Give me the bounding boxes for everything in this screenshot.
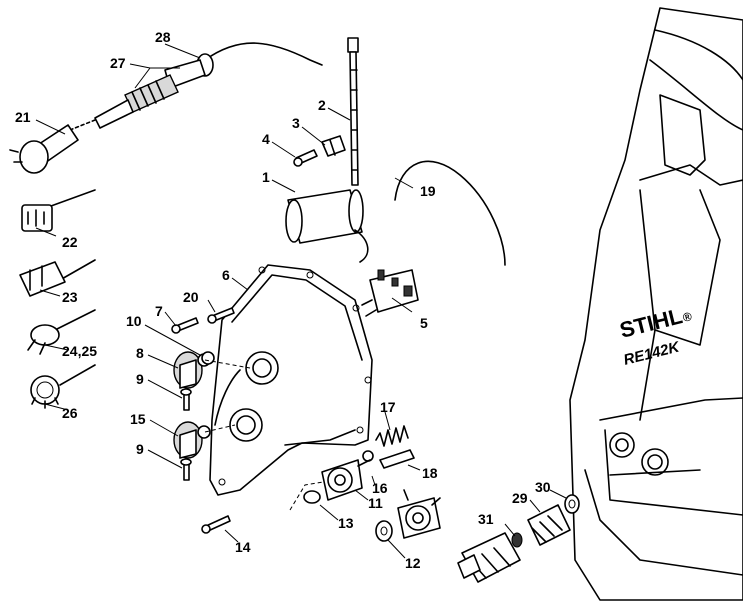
plug-22	[21, 189, 96, 232]
callout-3: 3	[292, 115, 300, 131]
registered-mark: ®	[681, 309, 693, 325]
callout-10: 10	[126, 313, 142, 329]
screw-20	[207, 307, 235, 324]
leader-lines	[35, 43, 567, 559]
washer-body: STIHL ® RE142K	[569, 7, 743, 601]
o-ring-13	[303, 490, 321, 504]
screw-4	[293, 149, 318, 167]
screw-14	[201, 515, 231, 534]
capacitor-1	[285, 189, 369, 263]
power-cord	[9, 42, 323, 174]
assembly-line-knob-lower	[204, 424, 236, 433]
screw-9-upper	[180, 388, 192, 411]
callout-17: 17	[380, 399, 396, 415]
callout-24-25: 24,25	[62, 343, 97, 359]
callout-20: 20	[183, 289, 199, 305]
callout-22: 22	[62, 234, 78, 250]
callout-7: 7	[155, 303, 163, 319]
callout-27: 27	[110, 55, 126, 71]
assembly-line-knob-upper	[204, 359, 251, 369]
pin-18	[379, 449, 415, 469]
connector-nipple-29	[527, 504, 571, 546]
knob-15	[173, 421, 211, 459]
callout-21: 21	[15, 109, 31, 125]
callout-19: 19	[420, 183, 436, 199]
callout-15: 15	[130, 411, 146, 427]
callout-9-upper: 9	[136, 371, 144, 387]
callout-28: 28	[155, 29, 171, 45]
callout-26: 26	[62, 405, 78, 421]
callout-11: 11	[368, 495, 383, 511]
callout-9-lower: 9	[136, 441, 144, 457]
callout-8: 8	[136, 345, 144, 361]
callout-12: 12	[405, 555, 421, 571]
callout-16: 16	[372, 480, 388, 496]
spring-17	[375, 425, 409, 447]
callout-29: 29	[512, 490, 528, 506]
plug-23	[19, 259, 96, 297]
callout-18: 18	[422, 465, 438, 481]
plug-26	[30, 364, 96, 409]
cover-6	[209, 264, 373, 496]
screw-7	[171, 317, 199, 334]
callout-30: 30	[535, 479, 551, 495]
callout-23: 23	[62, 289, 78, 305]
callout-labels: 28 27 21 22 23 24,25 26 2 3 4 1 19 6 5 2…	[15, 29, 551, 571]
callout-4: 4	[262, 131, 270, 147]
valve-11	[321, 459, 371, 501]
switch-5	[361, 269, 419, 317]
valve-assembly	[397, 489, 441, 539]
o-ring-31	[511, 532, 523, 548]
ring-10	[201, 351, 215, 365]
callout-14: 14	[235, 539, 251, 555]
screw-9-lower	[180, 458, 192, 481]
clip-3	[321, 135, 346, 157]
coupling	[457, 532, 521, 583]
callout-5: 5	[420, 315, 428, 331]
cable-tie-2	[347, 37, 359, 186]
seal-30	[564, 494, 580, 514]
callout-13: 13	[338, 515, 354, 531]
hose-19	[394, 160, 506, 266]
callout-6: 6	[222, 267, 230, 283]
pin-16	[362, 450, 374, 462]
callout-1: 1	[262, 169, 270, 185]
washer-12	[375, 520, 393, 542]
callout-31: 31	[478, 511, 494, 527]
callout-2: 2	[318, 97, 326, 113]
